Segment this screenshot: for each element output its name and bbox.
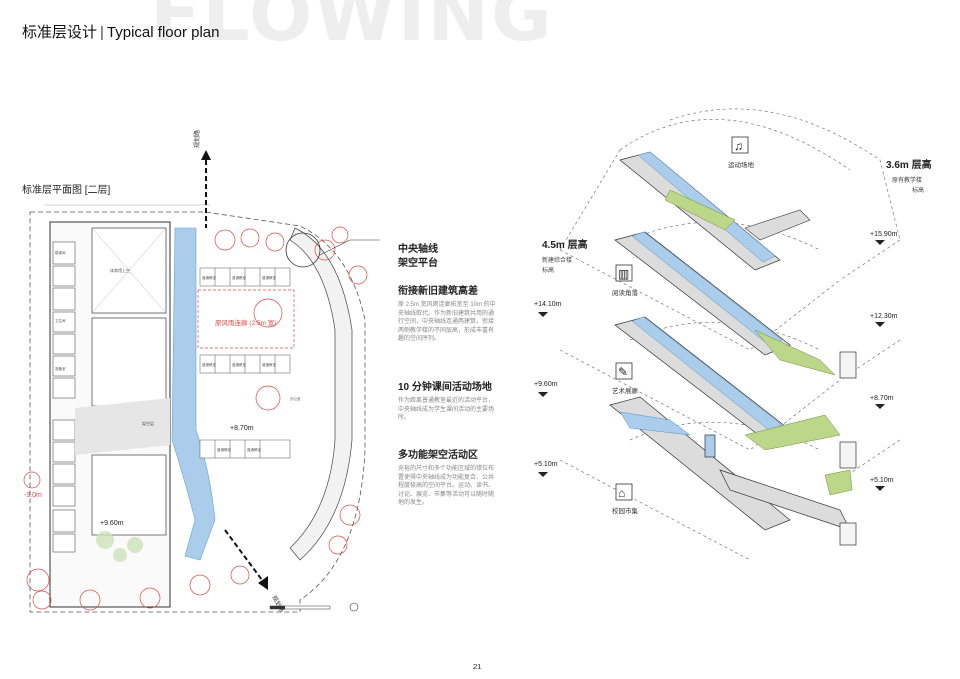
east-classroom-bays — [199, 267, 291, 459]
room-label: 普通教室 — [202, 362, 216, 367]
room-label: 普通教室 — [232, 275, 246, 280]
section-heading: 多功能架空活动区 — [398, 450, 478, 461]
flowing-watermark: FLOWING — [150, 0, 554, 58]
east-curved-wing — [289, 227, 353, 561]
level-b-label: +9.60m — [100, 520, 124, 527]
room-label: 卫生间 — [55, 318, 66, 323]
level-markers — [538, 240, 885, 491]
south-path-label: 规划路 — [270, 594, 286, 614]
room-label: 楼梯间 — [55, 250, 66, 255]
west-corridor — [75, 398, 170, 455]
floor-plate-level-3 — [614, 316, 841, 451]
level-right-label: +12.30m — [870, 313, 898, 320]
music-note-icon: ♫ — [734, 139, 743, 153]
header-title-en: Typical floor plan — [106, 24, 220, 41]
rain-corridor-label: 原风雨连廊 (2.5m 宽) — [215, 318, 276, 327]
floor-plan-drawing: 规划路 规划路 原风雨连廊 (2.5m 宽) +8.70m +9.60m -3.… — [23, 130, 380, 614]
north-arrow-icon — [201, 150, 211, 160]
activity-label: 阅读角落 — [612, 288, 639, 297]
activity-label: 艺术展廊 — [612, 386, 639, 395]
palette-icon: ✎ — [618, 365, 628, 379]
market-stall-icon: ⌂ — [618, 486, 625, 500]
axis-callout: 中央轴线 架空平台 — [398, 243, 438, 271]
room-label: 普通教室 — [262, 362, 276, 367]
section-body: 原 2.5m 宽风雨连廊拓宽至 10m 的中央轴线取代。作为新旧建筑共用的通行空… — [398, 302, 496, 342]
room-label: 普通教室 — [247, 447, 261, 452]
old-rain-corridor-box — [197, 289, 295, 349]
page-header: 标准层设计|Typical floor plan — [22, 21, 219, 42]
south-arrow-icon — [258, 576, 268, 590]
level-right-label: +15.90m — [870, 231, 898, 238]
page-number: 21 — [473, 662, 482, 671]
axis-node-circle — [285, 232, 321, 268]
section-heading: 10 分钟课间活动场地 — [398, 382, 492, 393]
tree-circles — [23, 226, 368, 611]
room-label: 办公室 — [290, 396, 301, 401]
right-height-label: 3.6m 层高 — [886, 158, 932, 171]
header-separator: | — [100, 24, 104, 41]
section-block: 衔接新旧建筑高差 原 2.5m 宽风雨连廊拓宽至 10m 的中央轴线取代。作为新… — [398, 282, 496, 344]
north-path-label: 规划路 — [193, 130, 201, 148]
site-boundary — [29, 211, 366, 613]
room-label: 普通教室 — [217, 447, 231, 452]
right-sub-label: 标高 — [912, 186, 924, 194]
book-icon: ▥ — [618, 267, 629, 281]
section-block: 10 分钟课间活动场地 作为距离普通教室最近的活动平台，中央轴线成为学生课间活动… — [398, 378, 496, 423]
header-title-cn: 标准层设计 — [22, 24, 98, 41]
gym-void-3 — [91, 454, 167, 536]
left-height-label: 4.5m 层高 — [542, 238, 588, 251]
level-a-label: +8.70m — [230, 425, 254, 432]
courtyard-greenery — [96, 531, 143, 562]
floor-plate-level-4 — [609, 396, 853, 531]
level-c-label: -3.0m — [24, 492, 42, 499]
gym-void-2 — [91, 317, 167, 407]
axonometric-diagram: ♫ ▥ ✎ ⌂ 运动场地 阅读角落 艺术展廊 校园市集 +14.10m +9.6… — [534, 108, 932, 560]
compass-icon — [349, 602, 359, 612]
level-right-label: +8.70m — [870, 395, 894, 402]
room-label: 普通教室 — [262, 275, 276, 280]
west-room-column — [52, 241, 76, 553]
room-label: 架空层 — [142, 420, 154, 426]
axis-callout-line1: 中央轴线 — [398, 244, 438, 255]
stair-cores — [704, 351, 857, 546]
section-block: 多功能架空活动区 充裕的尺寸和多个功能区域的错位布置使得中央轴线成为功能复合、公… — [398, 446, 496, 508]
plan-title: 标准层平面图 [二层] — [22, 185, 111, 196]
activity-icon-frames — [615, 136, 749, 501]
room-label: 准备室 — [55, 366, 66, 371]
level-right-label: +5.10m — [870, 477, 894, 484]
axis-callout-leader — [319, 239, 380, 256]
south-axis-line — [224, 529, 263, 581]
left-sub-label: 新建综合楼 — [542, 256, 572, 264]
level-left-label: +5.10m — [534, 461, 558, 468]
floor-plate-level-2 — [614, 231, 836, 376]
room-label: 普通教室 — [232, 362, 246, 367]
section-body: 充裕的尺寸和多个功能区域的错位布置使得中央轴线成为功能复合、公共程度极高的空间平… — [398, 466, 495, 506]
section-heading: 衔接新旧建筑高差 — [398, 286, 478, 297]
axis-callout-line2: 架空平台 — [398, 258, 438, 269]
room-label: 体育馆上空 — [110, 267, 130, 273]
left-sub-label: 标高 — [542, 266, 554, 274]
floor-plate-level-1 — [619, 151, 811, 271]
activity-label: 校园市集 — [612, 506, 639, 515]
level-left-label: +9.60m — [534, 381, 558, 388]
activity-label: 运动场地 — [728, 160, 755, 169]
section-body: 作为距离普通教室最近的活动平台，中央轴线成为学生课间活动的主要场所。 — [398, 398, 495, 421]
level-left-label: +14.10m — [534, 301, 562, 308]
room-label: 普通教室 — [202, 275, 216, 280]
right-sub-label: 原有教学楼 — [892, 176, 922, 184]
